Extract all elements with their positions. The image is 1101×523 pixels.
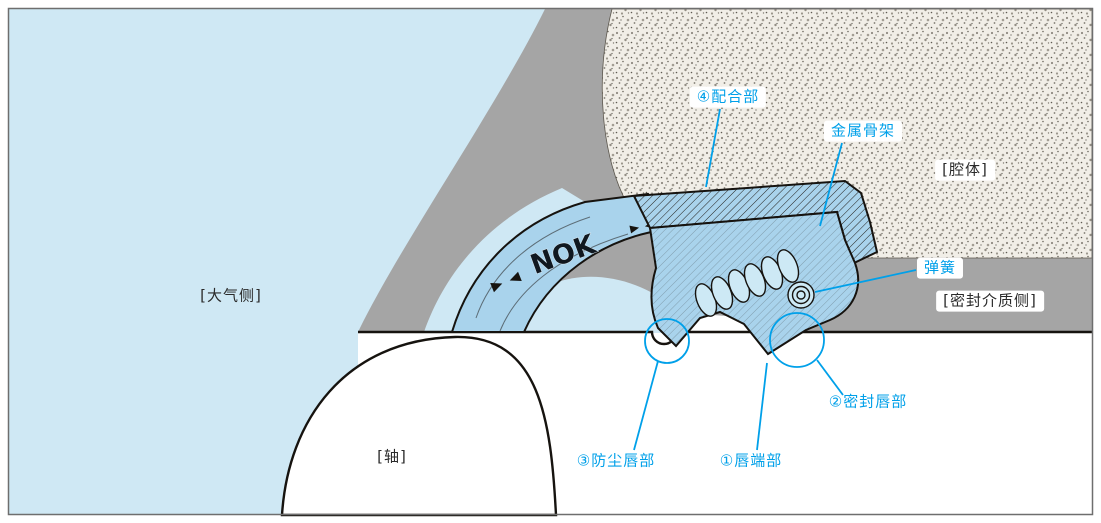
leader-lip-end [756,362,768,451]
highlight-mark [490,271,522,293]
atmosphere-wedge [424,188,585,332]
seal-body [450,192,664,333]
leader-metal-case [819,142,843,227]
oil-seal: NOK [450,179,879,356]
circle-dust-lip [644,318,690,364]
seal-body-contour [499,233,629,332]
label-seal-lip: ②密封唇部 [828,392,908,411]
label-spring: 弹簧 [916,257,964,279]
circle-seal-lip [769,312,825,368]
label-cavity: [腔体] [935,159,995,181]
spring-end-coil [787,281,815,309]
label-metal-case: 金属骨架 [823,120,903,142]
shaft-end-dome [280,335,558,517]
leader-dust-lip [633,360,659,451]
label-sealed-medium-side: [密封介质侧] [936,290,1044,312]
leader-fitting-part [705,108,721,188]
label-atmosphere-side: [大气侧] [200,286,262,305]
diagram-frame [7,7,1094,516]
seal-body-contour [475,216,591,319]
annotations [633,108,917,451]
spring-coil [694,249,800,317]
label-fitting-part: ④配合部 [689,86,767,108]
label-lip-end: ①唇端部 [719,451,783,470]
leader-seal-lip [816,359,844,396]
label-dust-lip: ③防尘唇部 [576,451,656,470]
under-seal-gap [516,276,664,332]
leader-spring [814,269,917,293]
label-shaft: [轴] [377,447,407,466]
